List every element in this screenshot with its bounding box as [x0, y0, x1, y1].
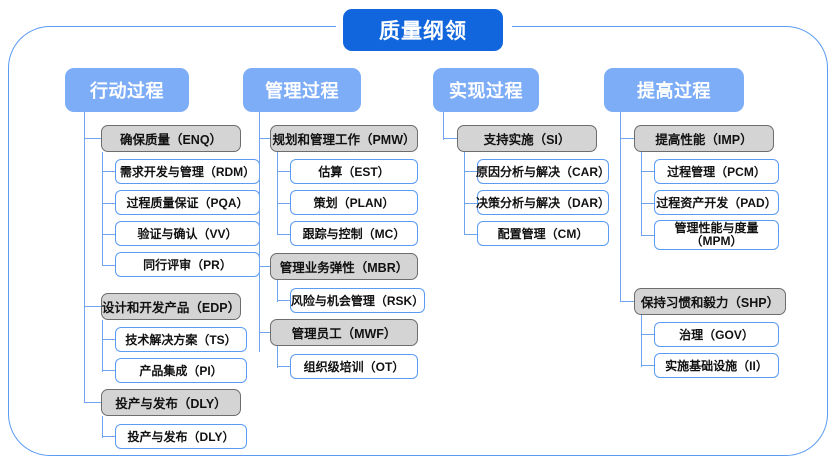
- leaf-box-pqa[interactable]: 过程质量保证（PQA）: [115, 190, 260, 215]
- connector-stub: [464, 203, 478, 205]
- column-trunk-4: [620, 112, 622, 302]
- leaf-box-pi[interactable]: 产品集成（PI）: [115, 358, 247, 383]
- connector-stub: [620, 301, 635, 303]
- leaf-box-dly-child[interactable]: 投产与发布（DLY）: [115, 424, 247, 449]
- connector-stub: [277, 300, 291, 302]
- leaf-box-cm[interactable]: 配置管理（CM）: [477, 221, 609, 246]
- group-box-pmw[interactable]: 规划和管理工作（PMW）: [270, 125, 418, 152]
- group-box-mbr[interactable]: 管理业务弹性（MBR）: [270, 253, 418, 280]
- connector-stub: [641, 235, 655, 237]
- leaf-box-ii[interactable]: 实施基础设施（II）: [654, 353, 779, 378]
- group-trunk-mbr: [277, 280, 279, 302]
- connector-stub: [102, 436, 116, 438]
- connector-stub: [84, 138, 102, 140]
- leaf-box-rsk[interactable]: 风险与机会管理（RSK）: [290, 288, 425, 313]
- group-box-si[interactable]: 支持实施（SI）: [457, 125, 597, 152]
- connector-stub: [259, 332, 272, 334]
- connector-stub: [259, 138, 272, 140]
- leaf-box-dar[interactable]: 决策分析与解决（DAR）: [476, 190, 610, 215]
- leaf-box-pcm[interactable]: 过程管理（PCM）: [654, 159, 779, 184]
- connector-stub: [102, 171, 116, 173]
- connector-stub: [102, 265, 116, 267]
- column-header-improve[interactable]: 提高过程: [604, 68, 744, 112]
- group-box-imp[interactable]: 提高性能（IMP）: [634, 125, 774, 152]
- connector-stub: [443, 138, 458, 140]
- group-box-enq[interactable]: 确保质量（ENQ）: [101, 125, 241, 152]
- leaf-box-car[interactable]: 原因分析与解决（CAR）: [476, 159, 610, 184]
- connector-stub: [641, 334, 655, 336]
- connector-stub: [102, 370, 116, 372]
- column-trunk-3: [443, 112, 445, 140]
- connector-stub: [84, 402, 102, 404]
- connector-stub: [641, 171, 655, 173]
- group-trunk-shp: [641, 315, 643, 367]
- connector-stub: [620, 138, 635, 140]
- group-trunk-imp: [641, 152, 643, 236]
- connector-stub: [277, 171, 291, 173]
- group-box-edp[interactable]: 设计和开发产品（EDP）: [101, 293, 241, 320]
- connector-stub: [641, 203, 655, 205]
- connector-stub: [102, 339, 116, 341]
- diagram-title: 质量纲领: [343, 9, 503, 51]
- leaf-box-plan[interactable]: 策划（PLAN）: [290, 190, 418, 215]
- group-box-dly[interactable]: 投产与发布（DLY）: [101, 389, 241, 416]
- connector-stub: [102, 234, 116, 236]
- connector-stub: [277, 366, 291, 368]
- group-box-shp[interactable]: 保持习惯和毅力（SHP）: [634, 288, 786, 315]
- leaf-box-gov[interactable]: 治理（GOV）: [654, 322, 779, 347]
- column-header-manage[interactable]: 管理过程: [243, 68, 361, 112]
- leaf-box-ot[interactable]: 组织级培训（OT）: [290, 354, 418, 379]
- connector-stub: [641, 365, 655, 367]
- column-trunk-2: [259, 112, 261, 352]
- group-trunk-pmw: [277, 152, 279, 235]
- group-box-mwf[interactable]: 管理员工（MWF）: [270, 319, 418, 346]
- connector-stub: [464, 234, 478, 236]
- connector-stub: [84, 306, 102, 308]
- group-trunk-dly: [102, 416, 104, 438]
- group-trunk-mwf: [277, 346, 279, 368]
- leaf-box-mpm[interactable]: 管理性能与度量（MPM）: [654, 220, 779, 250]
- column-header-realize[interactable]: 实现过程: [433, 68, 539, 112]
- column-trunk-1: [84, 112, 86, 402]
- group-trunk-edp: [102, 320, 104, 372]
- connector-stub: [102, 203, 116, 205]
- connector-stub: [464, 171, 478, 173]
- connector-stub: [259, 266, 272, 268]
- leaf-box-pr[interactable]: 同行评审（PR）: [115, 252, 260, 277]
- leaf-box-ts[interactable]: 技术解决方案（TS）: [115, 327, 247, 352]
- connector-stub: [277, 203, 291, 205]
- group-trunk-enq: [102, 152, 104, 266]
- leaf-box-mc[interactable]: 跟踪与控制（MC）: [290, 221, 418, 246]
- leaf-box-vv[interactable]: 验证与确认（VV）: [115, 221, 260, 246]
- leaf-box-rdm[interactable]: 需求开发与管理（RDM）: [115, 159, 260, 184]
- leaf-box-pad[interactable]: 过程资产开发（PAD）: [654, 190, 779, 215]
- column-header-action[interactable]: 行动过程: [65, 68, 189, 112]
- connector-stub: [277, 234, 291, 236]
- group-trunk-si: [464, 152, 466, 235]
- leaf-box-est[interactable]: 估算（EST）: [290, 159, 418, 184]
